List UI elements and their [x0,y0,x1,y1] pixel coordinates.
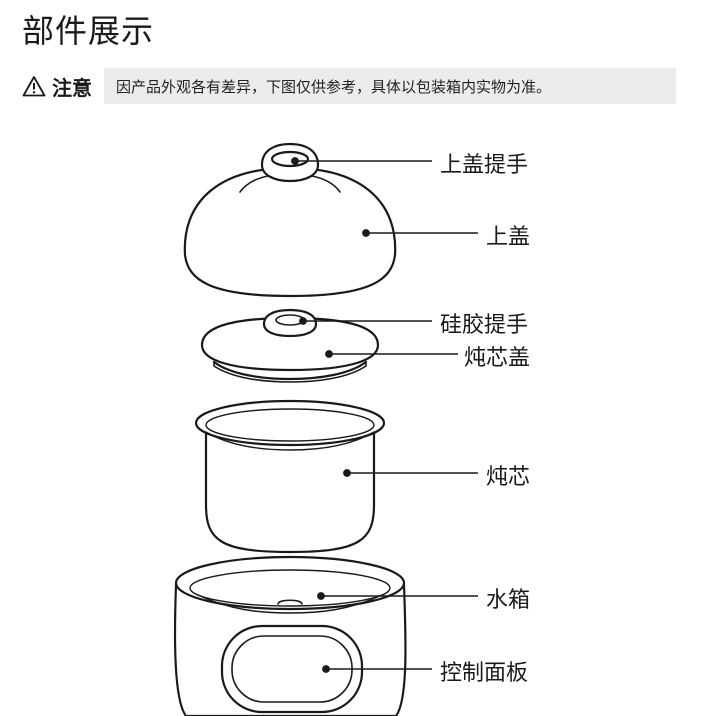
label-silicone-handle: 硅胶提手 [440,313,529,338]
stew-lid-illustration [200,308,380,383]
page-title: 部件展示 [22,12,155,50]
top-lid-illustration [183,142,397,298]
notice-text: 因产品外观各有差异，下图仅供参考，具体以包装箱内实物为准。 [104,68,676,104]
label-top-lid: 上盖 [486,225,531,250]
warning-icon [22,76,46,97]
label-top-lid-handle: 上盖提手 [440,153,529,178]
label-stew-lid: 炖芯盖 [464,346,531,371]
notice-bar: 注意 因产品外观各有差异，下图仅供参考，具体以包装箱内实物为准。 [22,68,676,104]
stew-pot-illustration [194,399,386,554]
label-water-tank: 水箱 [486,588,531,613]
notice-label: 注意 [52,75,92,100]
label-stew-pot: 炖芯 [486,465,531,490]
base-illustration [173,555,407,716]
label-control-panel: 控制面板 [440,661,529,686]
